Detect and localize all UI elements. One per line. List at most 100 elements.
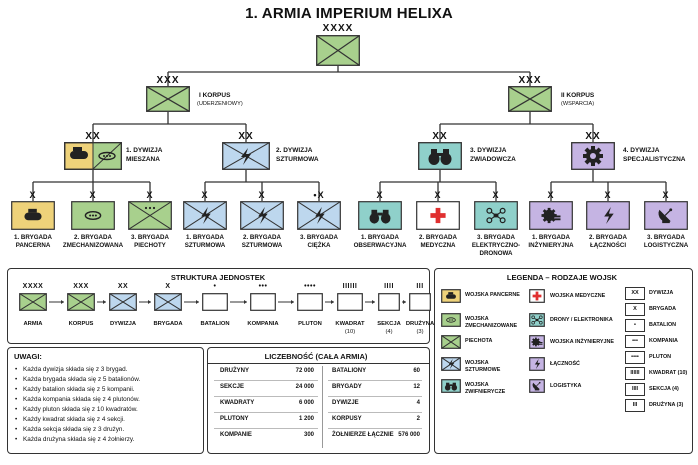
legend-echelon-label-8: DRUŻYNA (3) <box>649 402 684 408</box>
note-item-4: Każda kompania składa się z 4 plutonów. <box>23 396 140 403</box>
division-1-symbol <box>64 142 122 170</box>
brigade-8-echelon: X <box>434 190 442 200</box>
lightning-icon <box>258 206 268 225</box>
lightning-icon <box>315 206 325 225</box>
structure-5-echelon: • <box>213 283 217 290</box>
brigade-2-label-line2: ZMECHANIZOWANA <box>62 242 124 249</box>
strength-right-key-2: BRYGADY <box>332 384 362 390</box>
bullet-icon: • <box>15 366 18 373</box>
brigade-7-symbol <box>358 201 402 230</box>
brigade-11-symbol <box>586 201 630 230</box>
brigade-12-label-line2: LOGISTYCZNA <box>643 242 689 249</box>
strength-panel <box>207 347 430 454</box>
strength-left-key-3: KWADRATY <box>220 400 255 406</box>
satellite-dish-icon <box>658 208 673 224</box>
corps-1-sub: (UDERZENIOWY) <box>197 101 243 107</box>
legend-title: LEGENDA – RODZAJE WOJSK <box>506 273 618 282</box>
brigade-2-label-line1: 2. BRYGADA <box>74 234 112 241</box>
brigade-9-echelon: X <box>492 190 500 200</box>
strength-right-value-3: 4 <box>416 400 420 406</box>
medical-cross-icon <box>532 291 542 301</box>
structure-9-sub: (4) <box>385 329 393 335</box>
note-item-8: Każda drużyna składa się z 4 żołnierzy. <box>23 436 135 443</box>
division-2-name-line2: SZTURMOWA <box>276 156 319 163</box>
strength-right-key-4: KORPUSY <box>332 416 362 422</box>
brigade-1-label-line1: 1. BRYGADA <box>14 234 52 241</box>
structure-1-echelon: XXXX <box>22 283 44 290</box>
brigade-9-symbol <box>474 201 518 230</box>
brigade-6-label-line2: CIĘŻKA <box>307 242 331 249</box>
bullet-icon: • <box>15 416 18 423</box>
brigade-6-label-line1: 3. BRYGADA <box>300 234 338 241</box>
legend-echelon-box-2: X <box>625 303 645 316</box>
notes-title: UWAGI: <box>14 352 42 361</box>
wheeled-vehicle-icon <box>84 210 102 221</box>
corps-2-echelon: XXX <box>518 75 542 86</box>
bullet-icon: • <box>15 376 18 383</box>
structure-8-echelon: IIIIII <box>342 283 358 290</box>
structure-1-symbol <box>19 293 47 311</box>
brigade-5-echelon: X <box>258 190 266 200</box>
brigade-9-label-line3: DRONOWA <box>479 250 513 257</box>
row-divider <box>214 412 318 413</box>
structure-7-echelon: •••• <box>304 283 316 290</box>
strength-divider <box>207 363 430 364</box>
bullet-icon: • <box>15 436 18 443</box>
legend-echelon-box-4: ••• <box>625 335 645 348</box>
brigade-12-symbol <box>644 201 688 230</box>
brigade-4-echelon: X <box>201 190 209 200</box>
corps-2-sub: (WSPARCIA) <box>561 101 595 107</box>
note-item-6: Każdy kwadrat składa się z 4 sekcji. <box>23 416 125 423</box>
structure-1-label: ARMIA <box>23 321 43 327</box>
brigade-9-label-line1: 3. BRYGADA <box>477 234 515 241</box>
division-3-name-line2: ZWIADOWCZA <box>470 156 516 163</box>
structure-10-label: DRUŻYNA <box>405 321 435 327</box>
brigade-12-echelon: X <box>662 190 670 200</box>
row-divider <box>328 396 422 397</box>
strength-title: LICZEBNOŚĆ (CAŁA ARMIA) <box>264 352 368 361</box>
wheeled-vehicle-icon <box>446 317 456 323</box>
strength-right-key-1: BATALIONY <box>332 368 367 374</box>
row-divider <box>328 428 422 429</box>
brigade-5-label-line2: SZTURMOWA <box>241 242 283 249</box>
strength-col-divider <box>322 366 323 448</box>
bullet-icon: • <box>15 406 18 413</box>
structure-7-label: PLUTON <box>298 321 322 327</box>
brigade-3-label-line1: 3. BRYGADA <box>131 234 169 241</box>
brigade-7-echelon: X <box>376 190 384 200</box>
bullet-icon: • <box>15 426 18 433</box>
division-3-symbol <box>418 142 462 170</box>
legend-echelon-box-5: •••• <box>625 351 645 364</box>
brigade-4-label-line2: SZTURMOWA <box>184 242 226 249</box>
legend-echelon-box-3: • <box>625 319 645 332</box>
brigade-8-label-line1: 2. BRYGADA <box>419 234 457 241</box>
division-4-name-line1: 4. DYWIZJA <box>623 147 660 154</box>
legend-swatch-4 <box>441 357 461 371</box>
notes-panel <box>7 347 204 454</box>
legend2-item-5: LOGISTYKA <box>550 383 582 389</box>
corps-1-echelon: XXX <box>156 75 180 86</box>
strength-left-key-4: PLUTONY <box>220 416 249 422</box>
structure-3-echelon: XX <box>117 283 129 290</box>
legend2-swatch-1 <box>529 289 545 303</box>
row-divider <box>214 428 318 429</box>
row-divider <box>328 412 422 413</box>
legend2-swatch-4 <box>529 357 545 371</box>
strength-right-value-5: 576 000 <box>398 432 420 438</box>
brigade-3-echelon: X <box>146 190 154 200</box>
strength-left-value-4: 1 200 <box>298 416 314 422</box>
structure-6-echelon: ••• <box>258 283 268 290</box>
corps-1-name: I KORPUS <box>199 92 231 99</box>
legend-item-5: WOJSKA ZWIFNIERYCZE <box>465 382 506 395</box>
tank-icon <box>446 292 456 299</box>
lightning-icon <box>201 206 211 225</box>
strength-right-key-3: DYWIZJE <box>332 400 359 406</box>
legend2-item-2: DRONY / ELEKTRONIKA <box>550 317 613 323</box>
row-divider <box>214 396 318 397</box>
corps-2-symbol <box>508 86 552 112</box>
note-item-1: Każda dywizja składa się z 3 brygad. <box>23 366 128 373</box>
structure-5-label: BATALION <box>200 321 230 327</box>
structure-4-echelon: X <box>165 283 171 290</box>
lightning-icon <box>604 206 614 225</box>
legend-echelon-label-7: SEKCJA (4) <box>649 386 679 392</box>
